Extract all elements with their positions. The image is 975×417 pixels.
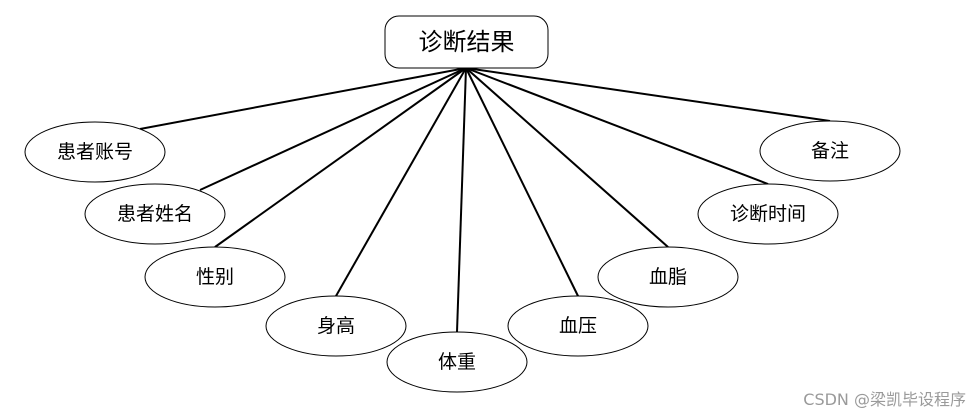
entity-label: 诊断结果 [419, 28, 515, 56]
attribute-patient-account: 患者账号 [24, 121, 166, 183]
connector-blood-lipid [465, 67, 669, 248]
connector-gender [214, 67, 467, 248]
attribute-blood-pressure: 血压 [507, 295, 649, 357]
connector-remarks [465, 67, 831, 122]
attribute-label: 血脂 [649, 266, 687, 288]
attribute-ellipse [507, 295, 649, 357]
attribute-label: 性别 [196, 266, 234, 288]
attribute-label: 体重 [438, 351, 476, 373]
connector-weight [456, 67, 467, 333]
watermark-text: CSDN @梁凯毕设程序 [803, 390, 966, 409]
connector-lines [139, 67, 831, 333]
attribute-patient-name: 患者姓名 [84, 183, 226, 245]
attribute-blood-lipid: 血脂 [597, 246, 739, 308]
attribute-ellipse [84, 183, 226, 245]
connector-patient-name [199, 67, 467, 191]
attribute-label: 身高 [317, 315, 355, 337]
attribute-height: 身高 [265, 295, 407, 357]
attribute-ellipse [697, 183, 839, 245]
attribute-weight: 体重 [386, 331, 528, 393]
attribute-ellipse [24, 121, 166, 183]
connector-diagnosis-time [465, 67, 769, 185]
attribute-ellipse [386, 331, 528, 393]
attribute-label: 患者姓名 [117, 203, 193, 225]
attribute-label: 诊断时间 [730, 203, 806, 225]
connector-height [335, 67, 467, 297]
attribute-ellipse [759, 120, 901, 182]
attribute-label: 患者账号 [57, 141, 133, 163]
attribute-ellipse [144, 246, 286, 308]
entity-box [384, 15, 549, 69]
attribute-ellipse [597, 246, 739, 308]
connector-blood-pressure [465, 67, 579, 297]
attribute-gender: 性别 [144, 246, 286, 308]
attribute-remarks: 备注 [759, 120, 901, 182]
entity-node: 诊断结果 [384, 15, 549, 69]
attribute-label: 备注 [811, 140, 849, 162]
attribute-ellipse [265, 295, 407, 357]
attribute-diagnosis-time: 诊断时间 [697, 183, 839, 245]
attribute-label: 血压 [559, 315, 597, 337]
connector-patient-account [139, 67, 467, 130]
